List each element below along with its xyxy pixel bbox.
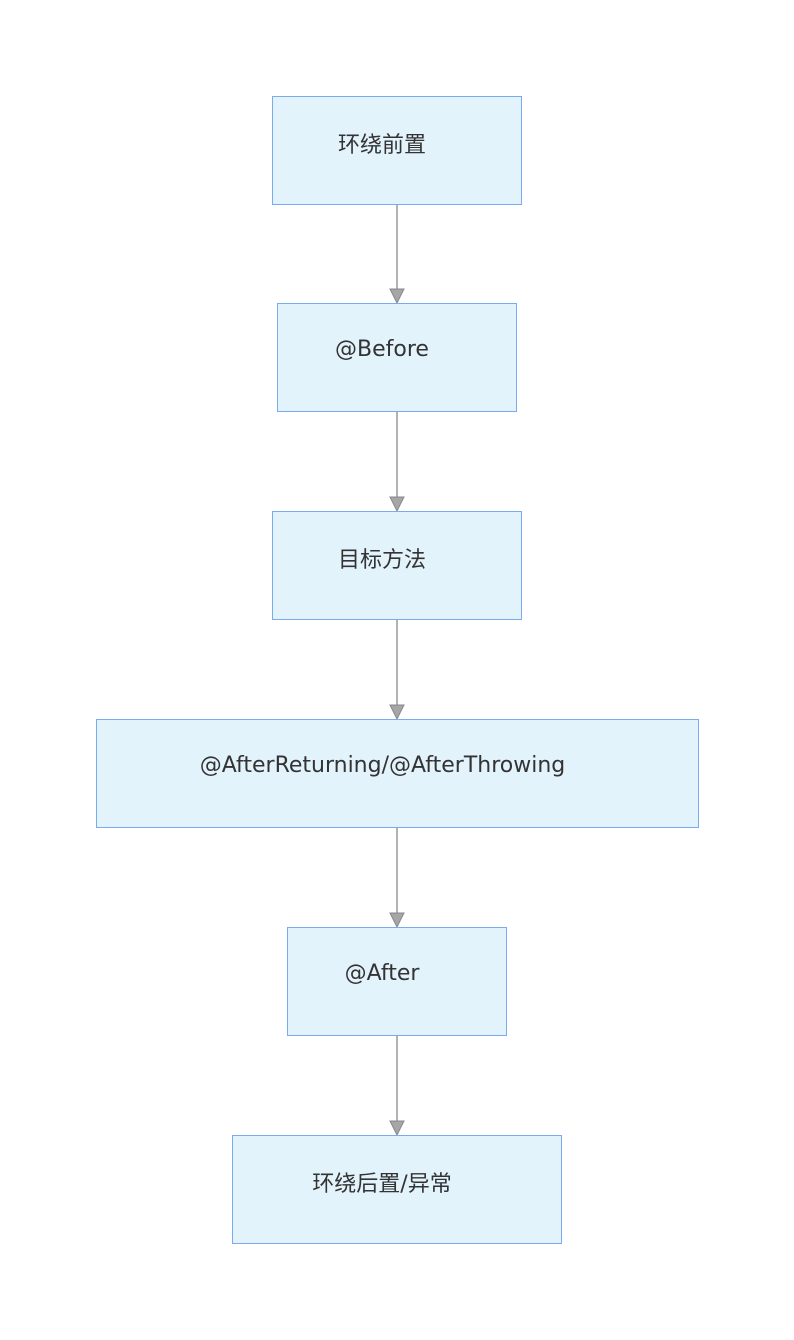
node-label: @AfterReturning/@AfterThrowing [199, 753, 566, 778]
edge-after-returning-throwing-to-after [389, 828, 405, 929]
node-label: 环绕前置 [337, 132, 426, 158]
node-around-before: 环绕前置 [272, 96, 522, 205]
node-label: 目标方法 [337, 547, 426, 573]
node-target-method: 目标方法 [272, 511, 522, 620]
node-before: @Before [277, 303, 517, 412]
edge-target-method-to-after-returning-throwing [389, 620, 405, 721]
edge-before-to-target-method [389, 412, 405, 513]
edge-after-to-around-after [389, 1036, 405, 1137]
node-after-returning-throwing: @AfterReturning/@AfterThrowing [96, 719, 699, 828]
node-after: @After [287, 927, 507, 1036]
node-label: @After [344, 961, 420, 986]
node-around-after: 环绕后置/异常 [232, 1135, 562, 1244]
node-label: @Before [335, 337, 429, 362]
edge-around-before-to-before [389, 204, 405, 305]
node-label: 环绕后置/异常 [312, 1171, 452, 1197]
